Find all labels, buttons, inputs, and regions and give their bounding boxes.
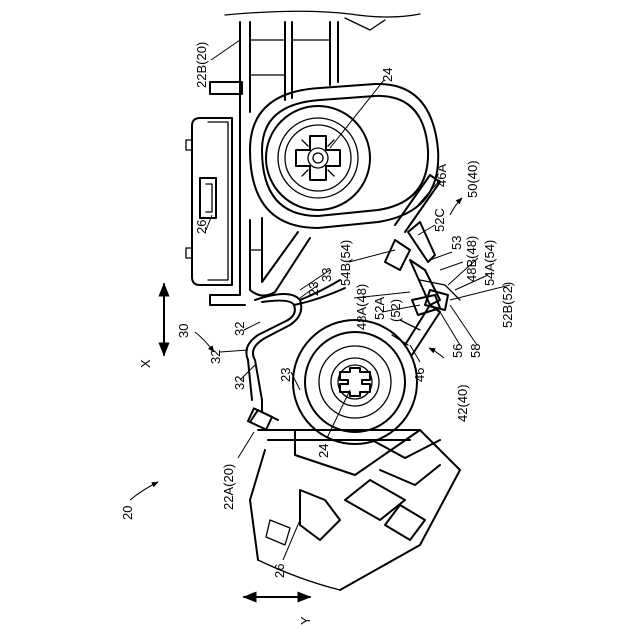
label-30: 30 [176, 324, 191, 338]
label-26-upper: 26 [194, 220, 209, 234]
label-54a: 54A(54) [482, 240, 497, 286]
label-32-a: 32 [232, 322, 247, 336]
label-24-upper: 24 [380, 68, 395, 82]
upper-connector-26 [186, 118, 232, 285]
upper-oval-boss [250, 84, 438, 228]
label-22a: 22A(20) [221, 464, 236, 510]
label-23-upper: 23 [306, 282, 321, 296]
label-24-lower: 24 [316, 444, 331, 458]
lower-shaft-24-hex [340, 368, 370, 396]
label-46: 46 [412, 368, 427, 382]
label-42: 42(40) [455, 384, 470, 422]
label-53: 53 [449, 236, 464, 250]
label-x: X [138, 359, 153, 368]
label-56: 56 [450, 344, 465, 358]
label-32-b: 32 [208, 350, 223, 364]
label-32-c: 32 [232, 376, 247, 390]
label-52c: 52C [432, 208, 447, 232]
label-23-lower: 23 [278, 368, 293, 382]
label-58: 58 [468, 344, 483, 358]
label-46a: 46A [434, 164, 449, 187]
label-48a: 48A(48) [354, 284, 369, 330]
upper-housing-22b [210, 11, 420, 118]
label-y: Y [298, 616, 313, 625]
label-48b: 48B(48) [464, 236, 479, 282]
label-52b: 52B(52) [500, 282, 515, 328]
lower-housing-22a [248, 400, 460, 590]
label-26-lower: 26 [272, 564, 287, 578]
label-20: 20 [120, 506, 135, 520]
label-22b: 22B(20) [194, 42, 209, 88]
upper-shaft-24-cross [296, 136, 340, 180]
label-54b: 54B(54) [338, 240, 353, 286]
label-33: 33 [319, 268, 334, 282]
label-52-paren: (52) [388, 299, 403, 322]
label-50: 50(40) [465, 160, 480, 198]
label-52a: 52A [372, 297, 387, 320]
